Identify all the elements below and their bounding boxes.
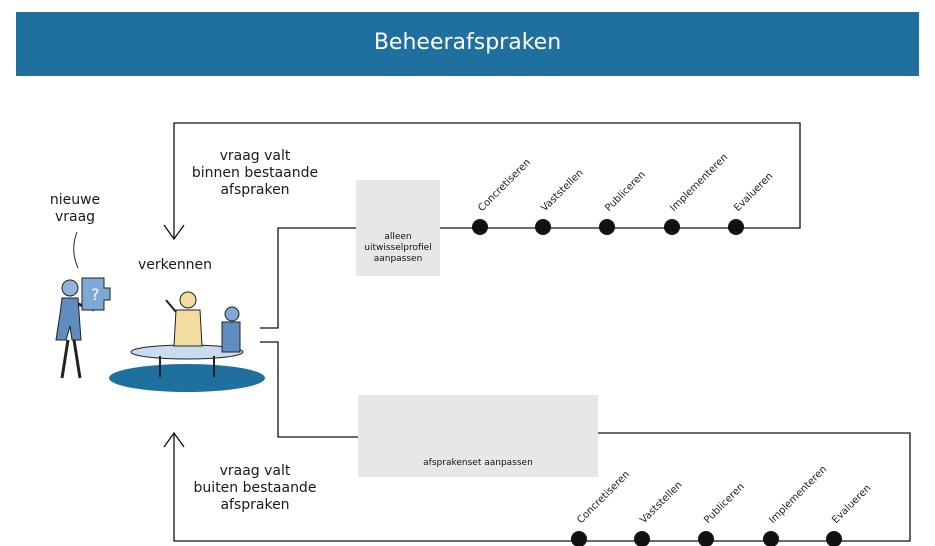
- bottom-action-box: afsprakenset aanpassen: [358, 395, 598, 477]
- bottom-step-dot: [763, 531, 779, 546]
- top-action-box: alleen uitwisselprofiel aanpassen: [356, 180, 440, 276]
- top-loop-line: [173, 122, 801, 238]
- page-title: Beheerafspraken: [373, 30, 562, 55]
- meeting-table-icon: [109, 291, 265, 392]
- top-branch-line: [260, 227, 356, 329]
- bottom-branch-line: [260, 341, 358, 438]
- top-action-box-label: alleen uitwisselprofiel aanpassen: [364, 232, 432, 264]
- bottom-step-dot: [698, 531, 714, 546]
- bottom-arrowhead: [163, 431, 185, 448]
- bottom-step-dot: [826, 531, 842, 546]
- title-banner: Beheerafspraken: [16, 12, 919, 76]
- top-step-dot: [664, 219, 680, 235]
- bottom-action-box-label: afsprakenset aanpassen: [423, 458, 533, 468]
- bottom-step-dot: [634, 531, 650, 546]
- top-step-dot: [472, 219, 488, 235]
- within-label: vraag valt binnen bestaande afspraken: [191, 148, 319, 198]
- explore-label: verkennen: [137, 257, 213, 273]
- svg-text:?: ?: [91, 285, 100, 304]
- outside-label: vraag valt buiten bestaande afspraken: [193, 463, 317, 513]
- top-step-dot: [728, 219, 744, 235]
- top-step-dot: [599, 219, 615, 235]
- bottom-loop-line: [173, 432, 911, 542]
- bottom-step-dot: [571, 531, 587, 546]
- top-step-dot: [535, 219, 551, 235]
- question-puzzle-person-icon: ?: [55, 277, 111, 379]
- new-question-label: nieuwe vraag: [49, 192, 101, 225]
- top-arrowhead: [163, 224, 185, 241]
